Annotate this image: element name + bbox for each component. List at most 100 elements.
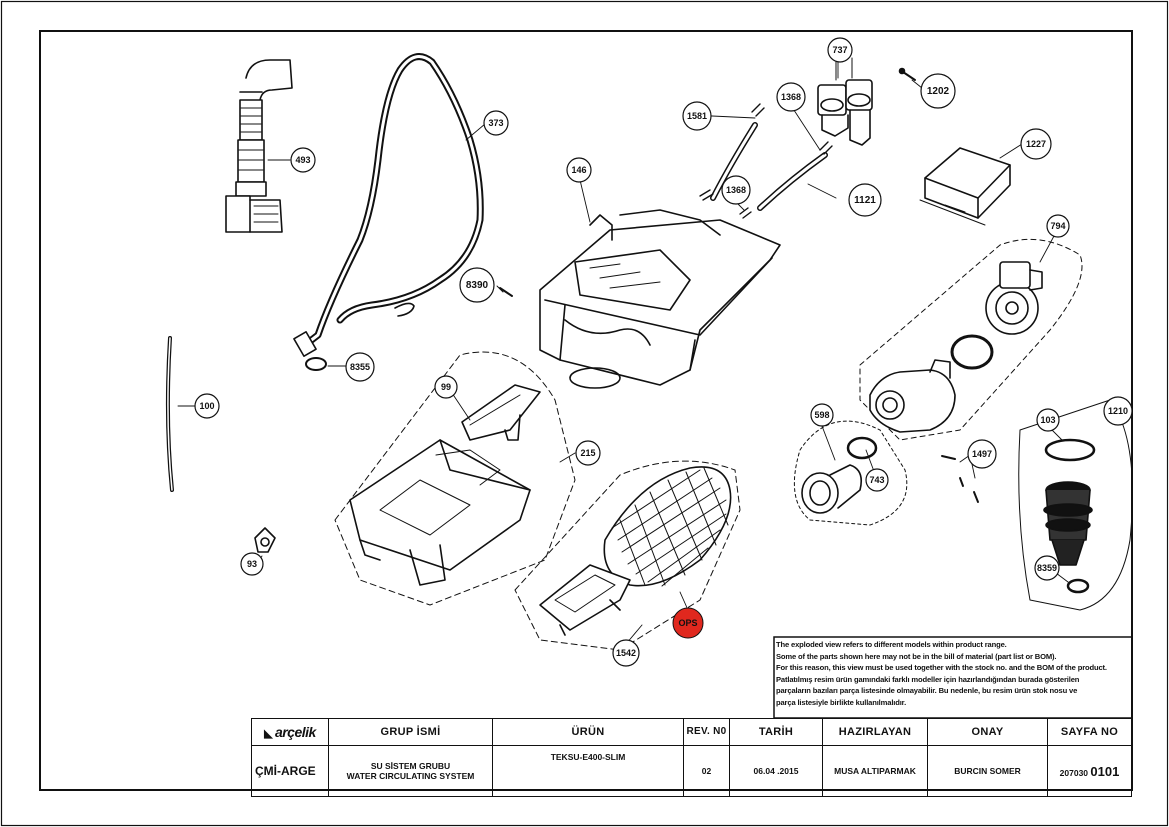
part-pump-body xyxy=(869,359,956,433)
part-598-pump-filter xyxy=(801,464,863,514)
header-approval: ONAY xyxy=(927,718,1048,746)
callout-794: 794 xyxy=(1046,214,1070,238)
part-100-gasket-strip xyxy=(165,336,174,492)
callout-146: 146 xyxy=(566,157,592,183)
part-8359-clamp xyxy=(1066,578,1090,594)
svg-text:737: 737 xyxy=(832,45,847,55)
callout-493: 493 xyxy=(290,147,316,173)
svg-text:8359: 8359 xyxy=(1037,563,1057,573)
header-group-name: GRUP İSMİ xyxy=(328,718,493,746)
page-no-value: 207030 0101 xyxy=(1047,745,1132,797)
callout-1368-top: 1368 xyxy=(776,82,806,112)
header-rev-no: REV. N0 xyxy=(683,718,730,746)
svg-text:103: 103 xyxy=(1040,415,1055,425)
svg-text:493: 493 xyxy=(295,155,310,165)
group-name-en: WATER CIRCULATING SYSTEM xyxy=(346,771,475,781)
note-line: parçaların bazıları parça listesinde olm… xyxy=(776,686,1078,696)
approval-value: BURCIN SOMER xyxy=(927,745,1048,797)
svg-text:743: 743 xyxy=(869,475,884,485)
svg-text:1121: 1121 xyxy=(854,195,876,206)
group-598-outline xyxy=(793,420,908,526)
note-line: The exploded view refers to different mo… xyxy=(776,640,1007,649)
part-1202-screw xyxy=(898,67,916,81)
exploded-view-notes: The exploded view refers to different mo… xyxy=(776,639,1132,709)
prepared-by-value: MUSA ALTIPARMAK xyxy=(822,745,928,797)
callout-99: 99 xyxy=(434,375,458,399)
part-1227-filter-box xyxy=(919,147,1011,226)
brand-logo: ◣arçelik xyxy=(251,718,329,746)
part-1542-filter-holder xyxy=(539,564,631,636)
svg-text:1227: 1227 xyxy=(1026,139,1046,149)
callout-103: 103 xyxy=(1036,408,1060,432)
part-493-hose-connector xyxy=(225,59,293,233)
group-215-outline xyxy=(334,351,576,606)
callout-1227: 1227 xyxy=(1020,128,1052,160)
svg-text:1497: 1497 xyxy=(972,449,992,459)
svg-text:93: 93 xyxy=(247,559,257,569)
svg-text:146: 146 xyxy=(571,165,586,175)
callout-8359: 8359 xyxy=(1034,555,1060,581)
callout-737: 737 xyxy=(827,37,853,63)
part-215-detergent-drawer xyxy=(349,439,531,586)
callout-1210: 1210 xyxy=(1103,396,1133,426)
header-prepared-by: HAZIRLAYAN xyxy=(822,718,928,746)
svg-text:100: 100 xyxy=(199,401,214,411)
part-93-clip xyxy=(254,527,276,553)
note-line: parça listesiyle birlikte kullanılmalıdı… xyxy=(776,697,907,707)
callout-1497: 1497 xyxy=(967,439,997,469)
title-block: ◣arçelik GRUP İSMİ ÜRÜN REV. N0 TARİH HA… xyxy=(251,718,1132,797)
svg-text:1542: 1542 xyxy=(616,648,636,658)
part-8355-clamp xyxy=(305,357,327,371)
svg-text:215: 215 xyxy=(580,448,595,458)
callouts: 493 373 146 1581 1368 737 1202 1227 1368… xyxy=(194,37,1133,667)
svg-text:8390: 8390 xyxy=(466,280,489,291)
header-page-no: SAYFA NO xyxy=(1047,718,1132,746)
page-prefix: 207030 xyxy=(1059,767,1089,778)
part-743-filter-seal xyxy=(846,436,878,460)
rev-value: 02 xyxy=(683,745,730,797)
callout-373: 373 xyxy=(483,110,509,136)
part-pump-seal-ring xyxy=(950,334,994,370)
page-number: 0101 xyxy=(1090,763,1120,779)
part-99-drawer-insert xyxy=(461,384,541,441)
part-1581-tube xyxy=(699,103,765,201)
part-373-drain-hose xyxy=(293,53,484,357)
note-line: For this reason, this view must be used … xyxy=(776,663,1107,673)
callout-8355: 8355 xyxy=(345,352,375,382)
svg-text:1210: 1210 xyxy=(1108,406,1128,416)
part-ops-mesh-filter xyxy=(603,466,732,587)
note-line: Patlatılmış resim ürün gamındaki farklı … xyxy=(776,674,1080,684)
svg-text:1368: 1368 xyxy=(726,185,746,195)
callout-215: 215 xyxy=(575,440,601,466)
part-103-clamp xyxy=(1044,438,1096,462)
callout-93: 93 xyxy=(240,552,264,576)
callout-1542: 1542 xyxy=(612,639,640,667)
part-8390-screw xyxy=(499,287,513,297)
svg-text:8355: 8355 xyxy=(350,362,370,372)
callout-8390: 8390 xyxy=(459,267,495,303)
svg-text:99: 99 xyxy=(441,382,451,392)
part-146-dispenser-housing xyxy=(539,209,781,389)
svg-text:794: 794 xyxy=(1050,221,1065,231)
part-737-inlet-valve xyxy=(817,57,873,146)
part-794-pump-motor xyxy=(985,261,1043,335)
callout-1121: 1121 xyxy=(848,183,882,217)
svg-text:1368: 1368 xyxy=(781,92,801,102)
group-name-tr: SU SİSTEM GRUBU xyxy=(370,761,451,771)
callout-598: 598 xyxy=(810,403,834,427)
part-1497-screws xyxy=(941,455,979,503)
date-value: 06.04 .2015 xyxy=(729,745,823,797)
callout-743: 743 xyxy=(865,468,889,492)
svg-text:598: 598 xyxy=(814,410,829,420)
callout-100: 100 xyxy=(194,393,220,419)
svg-text:373: 373 xyxy=(488,118,503,128)
group-1210-outline xyxy=(1018,399,1133,611)
group-name-value: SU SİSTEM GRUBU WATER CIRCULATING SYSTEM xyxy=(328,745,493,797)
callout-ops: OPS xyxy=(672,607,704,639)
callout-1368-mid: 1368 xyxy=(721,175,751,205)
header-date: TARİH xyxy=(729,718,823,746)
part-drain-bellow xyxy=(1043,481,1093,566)
group-794-outline xyxy=(859,238,1083,441)
